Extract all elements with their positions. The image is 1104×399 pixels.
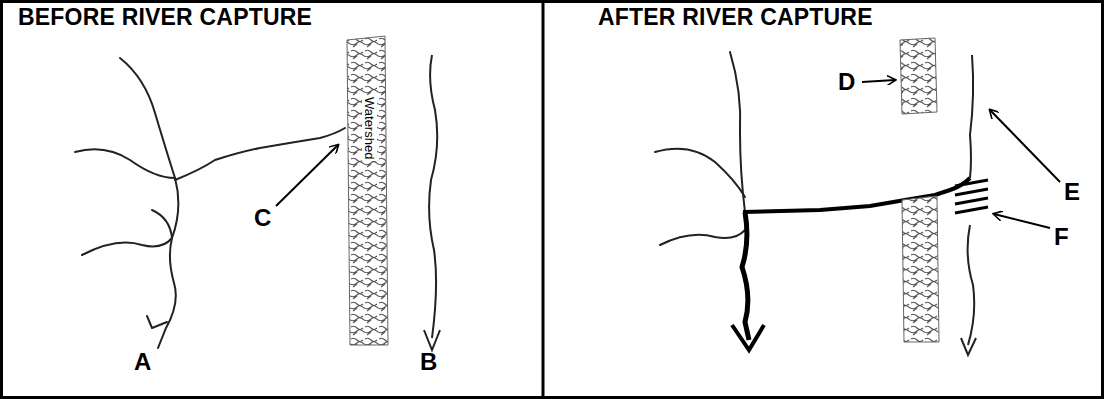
leader-line: [994, 214, 1050, 228]
callout-letter: F: [1054, 225, 1069, 249]
panel-title: BEFORE RIVER CAPTURE: [18, 6, 312, 29]
ridge-remnant: [900, 38, 937, 114]
captor-trunk: [742, 212, 749, 340]
panel-title: AFTER RIVER CAPTURE: [598, 6, 873, 29]
callout-letter: C: [254, 206, 271, 230]
river-label: A: [134, 350, 151, 374]
ridge-remnant: [902, 196, 939, 342]
captor-arrow: [732, 325, 764, 350]
callout-letter: D: [838, 70, 855, 94]
misfit-arrow: [961, 338, 976, 355]
captor-river: [655, 52, 745, 245]
river-label: B: [420, 350, 437, 374]
river-b-arrow: [424, 330, 440, 350]
captured-headwater: [970, 55, 973, 178]
ridge-label: Watershed: [362, 95, 377, 161]
misfit-river: [968, 225, 975, 345]
callout-letter: E: [1064, 180, 1080, 204]
leader-line: [862, 80, 895, 82]
river-a: [75, 58, 345, 348]
watershed-ridge: [347, 36, 388, 345]
river-b: [429, 55, 437, 338]
wind-gap-lines: [955, 180, 988, 213]
divider: [542, 0, 545, 399]
leader-line: [990, 110, 1060, 182]
leader-line: [276, 145, 338, 206]
